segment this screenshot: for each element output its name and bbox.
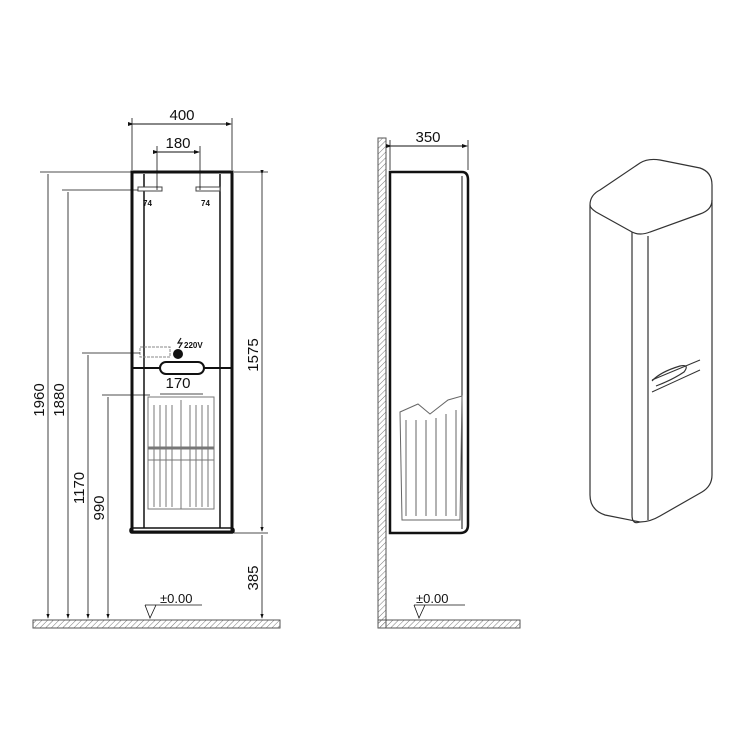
perspective-view <box>589 158 713 524</box>
socket-icon <box>173 349 183 359</box>
handle-cutout <box>159 361 205 375</box>
side-floor-level: ±0.00 <box>416 591 448 606</box>
dim-height-basket: 990 <box>91 495 108 520</box>
side-basket <box>399 395 463 521</box>
dim-cabinet-height: 1575 <box>245 338 262 371</box>
side-cabinet-outline <box>388 170 470 535</box>
perspective-handle <box>651 365 687 387</box>
dim-height-total: 1960 <box>31 383 48 416</box>
hanger-right-label: 74 <box>201 199 210 208</box>
laundry-basket <box>147 396 215 510</box>
front-view: 74 74 220V 400 180 170 <box>31 107 281 629</box>
dim-height-hanger: 1880 <box>51 383 68 416</box>
dim-height-socket: 1170 <box>71 472 88 504</box>
hanger-left-label: 74 <box>143 199 152 208</box>
socket-voltage: 220V <box>184 341 203 350</box>
side-level-marker-icon <box>413 604 426 620</box>
dim-depth: 350 <box>415 129 440 146</box>
hanger-right <box>195 186 221 192</box>
cabinet-base <box>129 527 235 534</box>
side-floor <box>377 619 521 629</box>
side-wall <box>377 137 387 629</box>
dim-width-hangers: 180 <box>165 135 190 152</box>
dim-floor-clearance: 385 <box>245 565 262 590</box>
dim-width-overall: 400 <box>169 107 194 124</box>
side-view: 350 ±0.00 <box>377 129 521 629</box>
level-marker-icon <box>144 604 157 620</box>
front-floor-level: ±0.00 <box>160 591 192 606</box>
front-floor <box>32 619 281 629</box>
front-cabinet-outline <box>130 170 234 534</box>
dim-basket-width: 170 <box>165 375 190 392</box>
hanger-left <box>137 186 163 192</box>
electric-bolt-icon <box>176 337 184 349</box>
